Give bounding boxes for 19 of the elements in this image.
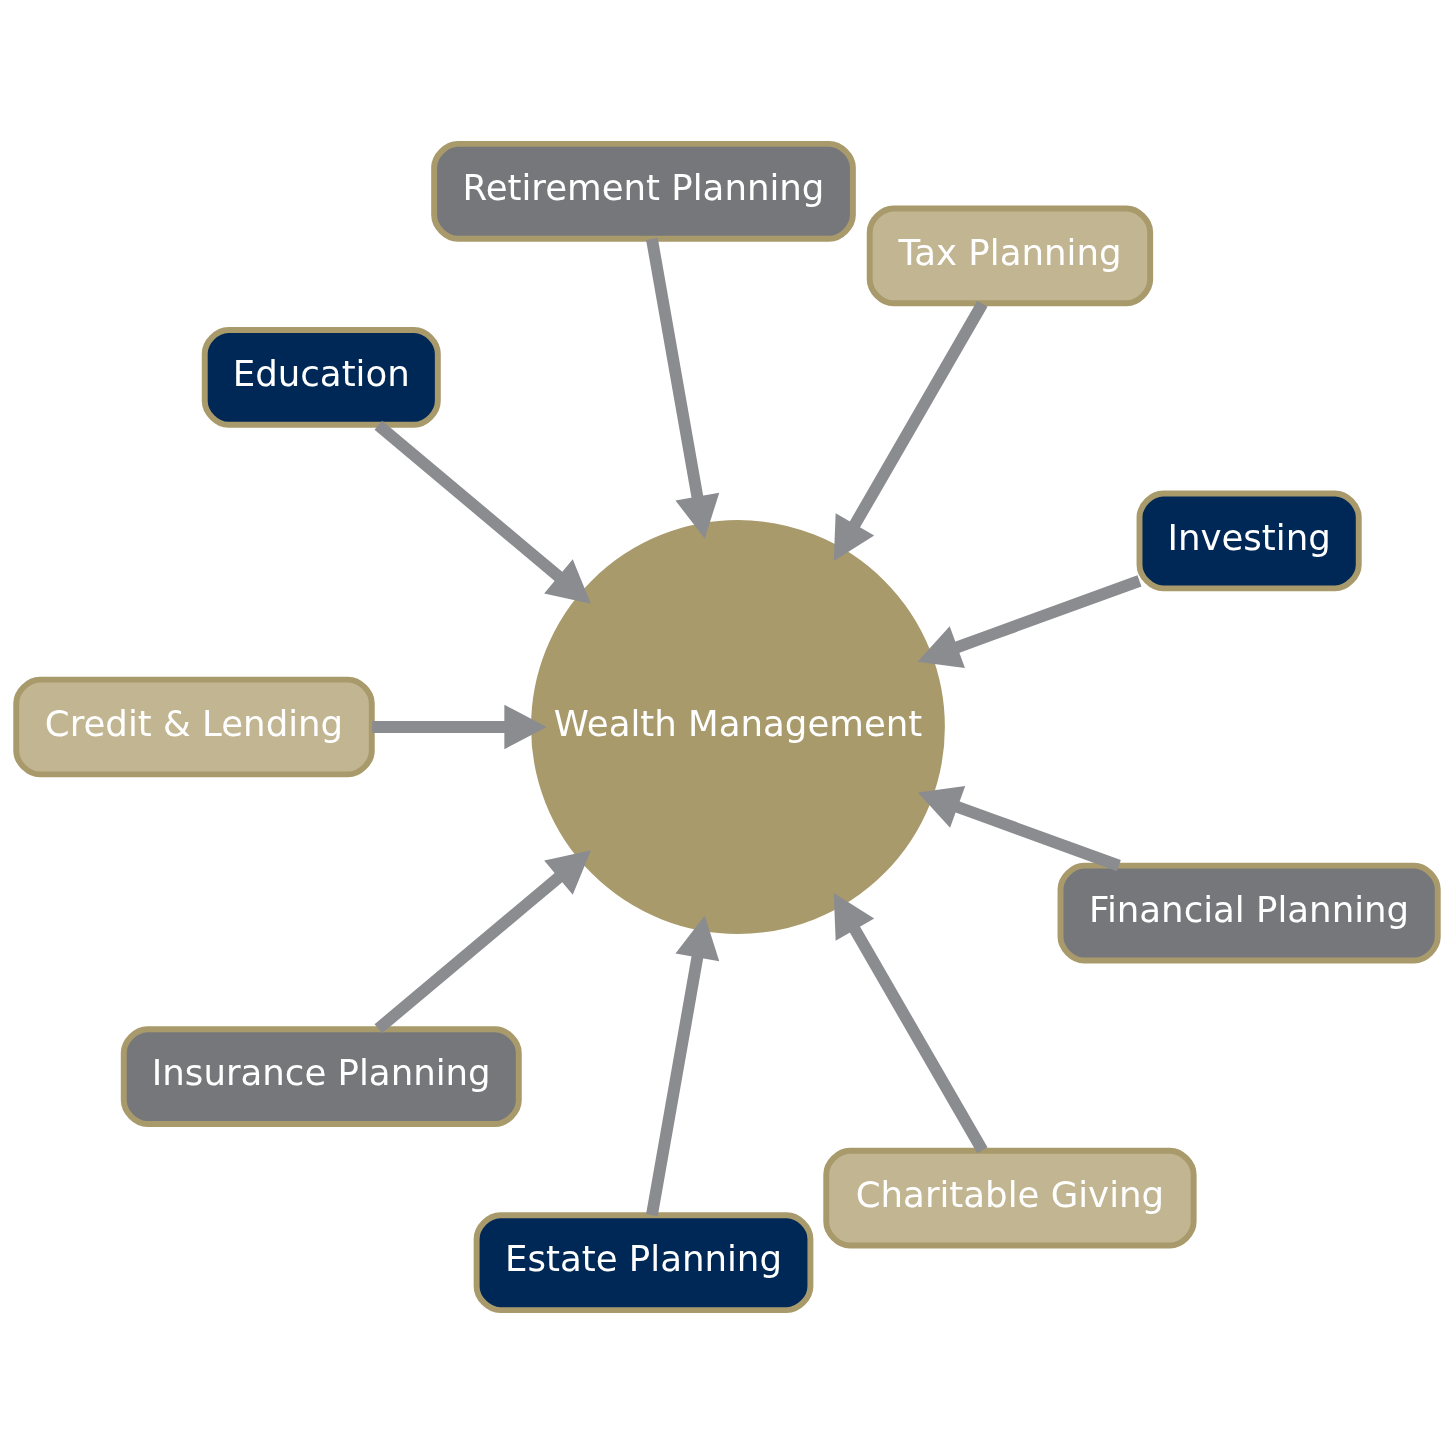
node-box: Investing bbox=[1136, 490, 1362, 592]
node-box: Retirement Planning bbox=[431, 140, 856, 242]
node-box: Financial Planning bbox=[1057, 862, 1441, 964]
node-box: Education bbox=[201, 326, 441, 428]
node-box: Estate Planning bbox=[473, 1212, 814, 1314]
arrow bbox=[374, 850, 591, 1034]
node-box: Tax Planning bbox=[866, 205, 1154, 307]
node-box: Insurance Planning bbox=[120, 1026, 522, 1127]
node-box: Charitable Giving bbox=[823, 1147, 1197, 1249]
arrow bbox=[646, 237, 720, 539]
arrow bbox=[833, 300, 988, 562]
arrow bbox=[372, 704, 547, 750]
arrow bbox=[833, 892, 988, 1154]
arrow bbox=[374, 420, 591, 604]
arrow bbox=[917, 786, 1121, 872]
node-circle: Wealth Management bbox=[531, 520, 945, 934]
arrow bbox=[646, 915, 720, 1217]
node-box: Credit & Lending bbox=[13, 676, 375, 778]
arrow bbox=[917, 575, 1142, 669]
